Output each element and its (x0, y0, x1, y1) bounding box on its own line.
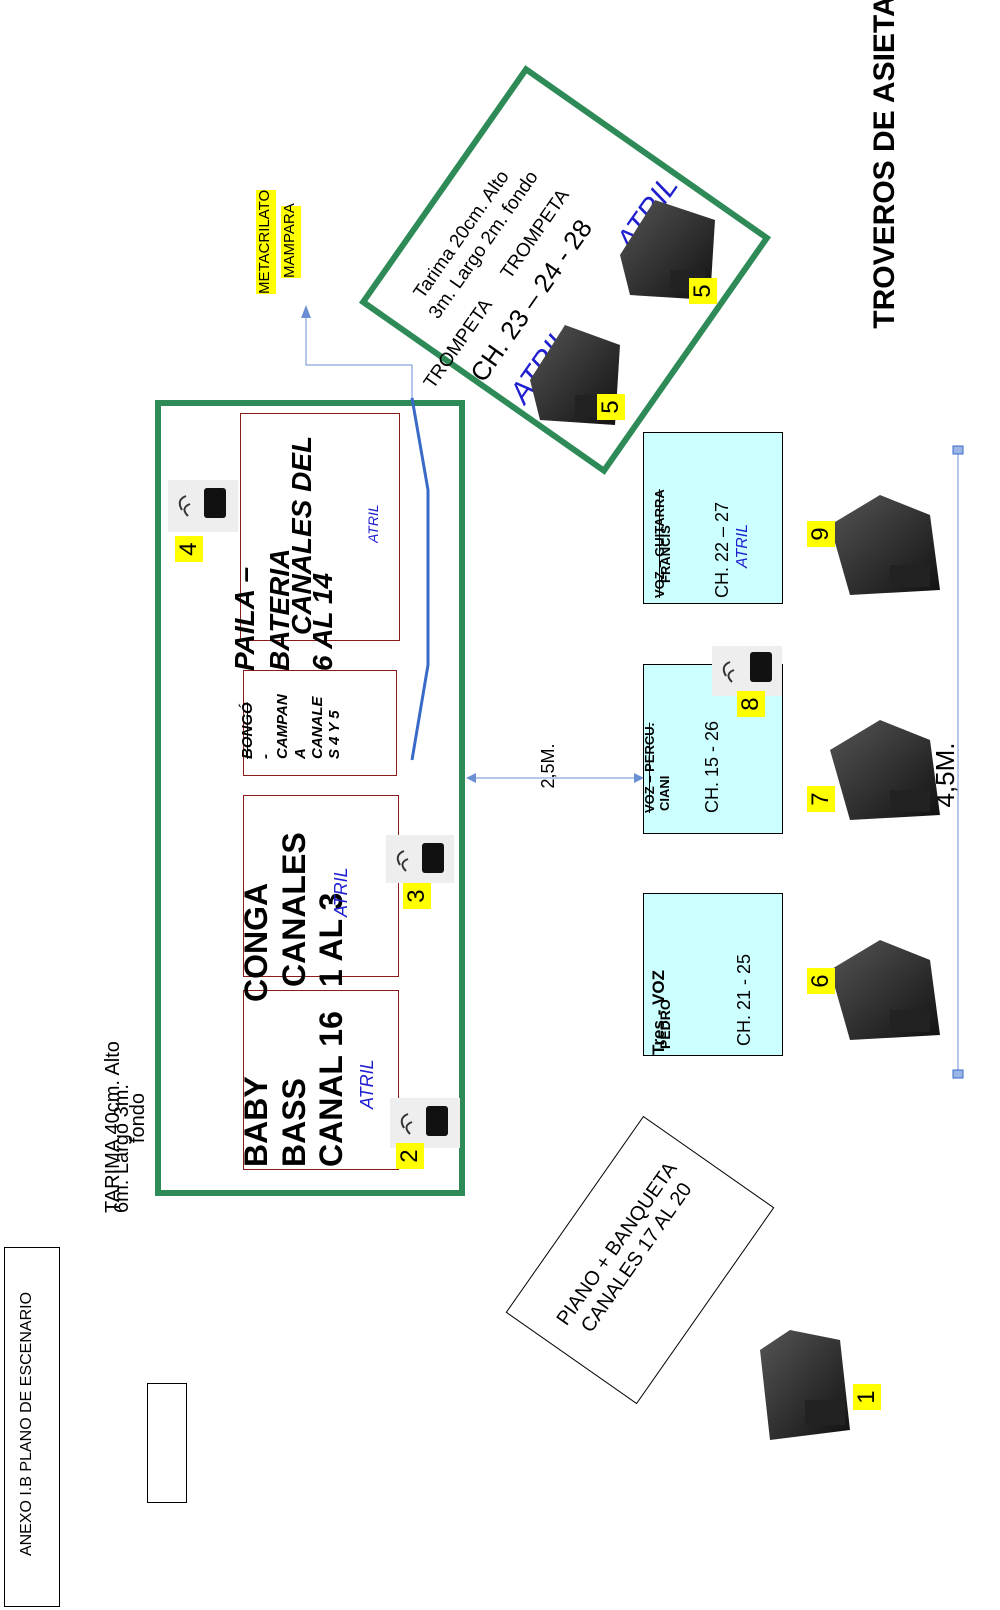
francis-box (643, 432, 783, 604)
monitor-badge-3: 3 (403, 883, 431, 909)
monitor-wedge-1 (760, 1330, 850, 1440)
monitor-wedge-7 (830, 720, 940, 820)
monitor-badge-5a: 5 (597, 394, 625, 420)
bongo-box (243, 670, 397, 776)
main-stage-platform (155, 400, 465, 1196)
monitor-wedge-9 (830, 495, 940, 595)
conga-box (243, 795, 399, 977)
annex-box (4, 1247, 60, 1607)
baby-bass-box (243, 990, 399, 1170)
monitor-badge-4: 4 (175, 536, 203, 562)
inear-icon-2 (390, 1098, 460, 1148)
monitor-badge-2: 2 (396, 1143, 424, 1169)
inear-icon-3 (386, 835, 454, 883)
inear-icon-4 (168, 480, 238, 532)
monitor-badge-7: 7 (807, 786, 835, 812)
monitor-badge-8: 8 (737, 691, 765, 717)
inear-icon-8 (712, 646, 782, 696)
monitor-wedge-6 (830, 940, 940, 1040)
empty-box (147, 1383, 187, 1503)
paila-box (240, 413, 400, 641)
monitor-badge-1: 1 (853, 1384, 881, 1410)
monitor-badge-6: 6 (807, 968, 835, 994)
monitor-badge-5b: 5 (689, 278, 717, 304)
monitor-badge-9: 9 (807, 521, 835, 547)
pedro-box (643, 893, 783, 1056)
